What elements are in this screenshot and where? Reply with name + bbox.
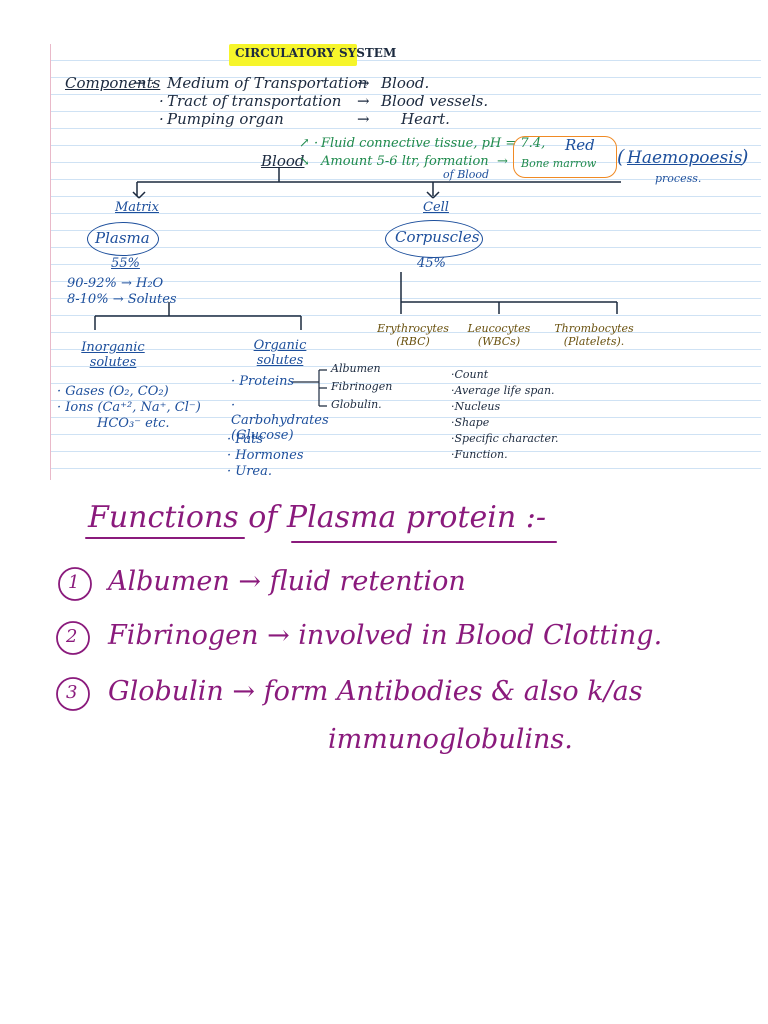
blood-label: Blood [261,152,305,170]
cell-study-item: ·Shape [451,416,490,429]
component-item: Medium of Transportation [167,74,368,92]
cell-type: Thrombocytes(Platelets). [554,322,634,348]
blood-fact-2: Amount 5-6 ltr, formation [321,154,489,169]
inorganic-label: Inorganic solutes [81,340,145,370]
component-value: Heart. [401,110,450,128]
organic-item: · Carbohydrates (Glucose) [231,398,329,443]
matrix-label: Matrix [115,200,159,215]
components-label: Components [65,74,161,92]
tree-connectors [94,168,621,407]
function-item-fibrinogen: Fibrinogen → involved in Blood Clotting. [108,620,663,651]
organic-item: · Proteins [231,374,295,389]
haemopoesis-label: Haemopoesis [627,148,743,168]
cell-study-item: ·Count [451,368,489,381]
component-value: Blood vessels. [381,92,489,110]
protein-type: Albumen [331,362,381,375]
organic-item: · Hormones [227,448,304,463]
plasma-label: Plasma [95,229,150,247]
inorganic-item: · Gases (O₂, CO₂) [57,384,169,399]
function-item-albumen: Albumen → fluid retention [108,566,466,597]
function-item-globulin: Globulin → form Antibodies & also k/as [108,676,643,707]
protein-type: Globulin. [331,398,382,411]
notebook-page: CIRCULATORY SYSTEM Components → · Medium… [50,44,761,480]
inorganic-item: · Ions (Ca⁺², Na⁺, Cl⁻) [57,400,201,415]
cell-study-item: ·Specific character. [451,432,559,445]
item-number: 3 [66,682,78,703]
cell-type: Leucocytes(WBCs) [467,322,531,348]
corpuscles-percent: 45% [417,256,446,271]
functions-heading: Functions of Plasma protein :- [88,500,546,535]
component-item: Tract of transportation [167,92,342,110]
plasma-part: 90-92% → H₂O [67,276,164,291]
corpuscles-label: Corpuscles [395,228,480,246]
plasma-oval [87,222,159,256]
protein-type: Fibrinogen [331,380,393,393]
bone-marrow-label: Bone marrow [521,157,597,170]
organic-item: · Urea. [227,464,273,479]
cell-study-item: ·Nucleus [451,400,501,413]
red-label: Red [565,136,595,154]
cell-type: Erythrocytes(RBC) [377,322,449,348]
component-item: Pumping organ [167,110,284,128]
cell-study-item: ·Average life span. [451,384,555,397]
plasma-part: 8-10% → Solutes [67,292,177,307]
corpuscles-oval [385,220,483,258]
cell-study-item: ·Function. [451,448,508,461]
function-item-globulin-cont: immunoglobulins. [328,724,573,755]
blood-fact-1: Fluid connective tissue, pH = 7.4, [321,136,546,151]
organic-label: Organic solutes [253,338,307,368]
plasma-percent: 55% [111,256,140,271]
of-blood-note: of Blood [443,168,490,181]
process-label: process. [655,172,702,185]
bone-marrow-box [513,136,617,178]
item-number: 2 [66,626,78,647]
cell-label: Cell [423,200,449,215]
item-number: 1 [68,572,80,593]
component-value: Blood. [381,74,430,92]
inorganic-item: HCO₃⁻ etc. [97,416,170,431]
organic-item: · Fats [227,432,264,447]
page-title: CIRCULATORY SYSTEM [235,46,397,60]
title-highlight [229,44,357,66]
